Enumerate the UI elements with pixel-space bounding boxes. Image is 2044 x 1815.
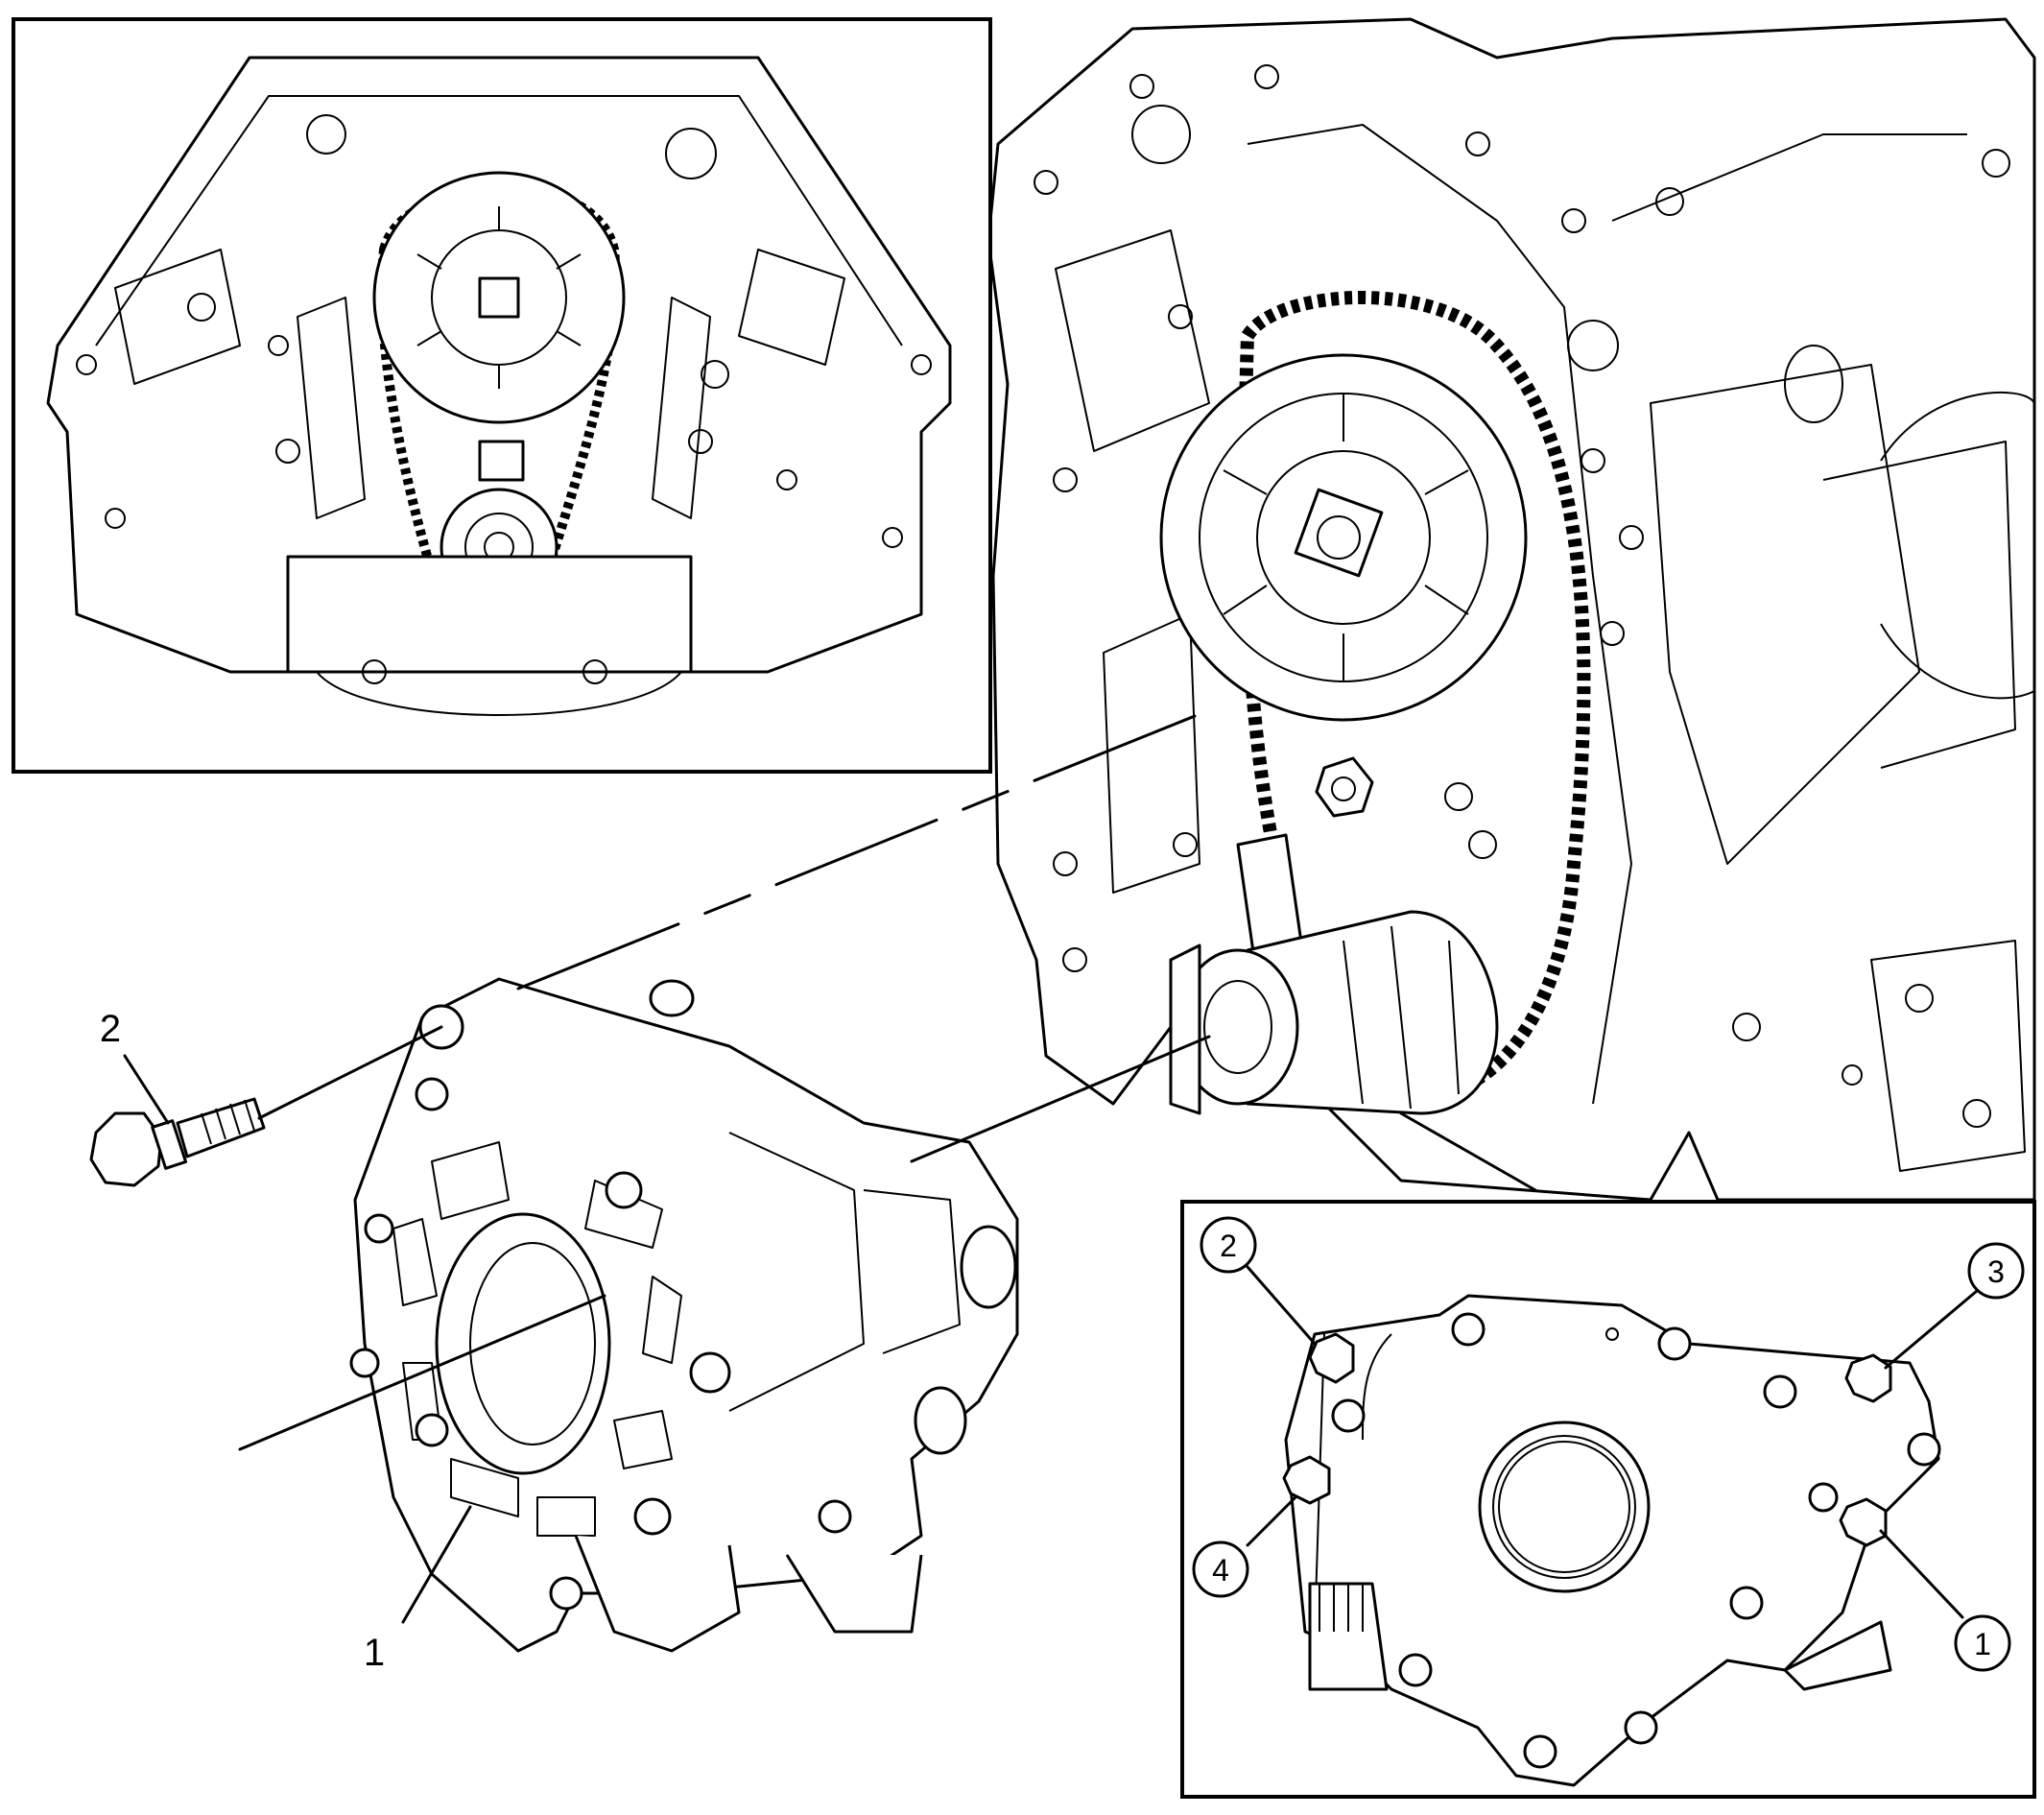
oil-pump <box>349 977 1019 1653</box>
svg-text:1: 1 <box>1974 1627 1991 1661</box>
sequence-bolts <box>1282 1332 1892 1547</box>
inset-bolt-sequence: 2 3 4 1 <box>1180 1200 2036 1799</box>
sequence-badge-4: 4 <box>1192 1540 1249 1598</box>
pump-bolt-holes <box>349 1004 852 1611</box>
svg-text:2: 2 <box>1220 1229 1237 1263</box>
callout-bolt-label: 2 <box>100 1008 121 1050</box>
svg-text:4: 4 <box>1212 1553 1229 1588</box>
oil-pump-bolt <box>89 1054 266 1187</box>
inset-holes <box>76 114 932 684</box>
timing-chain <box>1238 291 1591 1102</box>
inset-engine-front-view <box>12 17 992 774</box>
sequence-badge-1: 1 <box>1954 1614 2011 1672</box>
sequence-holes <box>1331 1312 1941 1769</box>
block-holes <box>1034 64 2010 1128</box>
sequence-badge-2: 2 <box>1200 1216 1257 1274</box>
alignment-lines <box>238 708 1537 1624</box>
sequence-badge-3: 3 <box>1967 1242 2025 1300</box>
camshaft-sprocket <box>1159 353 1528 722</box>
callout-oil-pump-label: 1 <box>364 1632 385 1674</box>
svg-text:3: 3 <box>1987 1254 2005 1289</box>
crankshaft-sprocket <box>1169 910 1499 1115</box>
